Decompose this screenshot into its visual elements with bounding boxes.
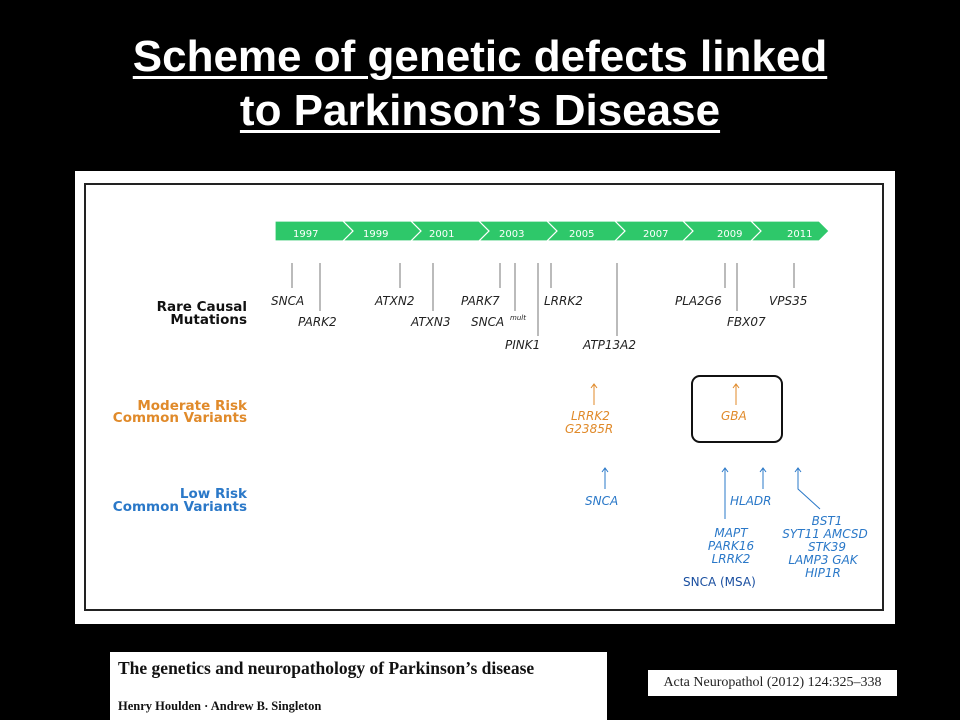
year-label-1997: 1997 xyxy=(293,229,318,240)
gene-vps35: VPS35 xyxy=(769,294,807,308)
rare-ticks xyxy=(291,263,795,336)
timeline-chevron-2011 xyxy=(749,220,830,242)
gene-snca-msa: SNCA (MSA) xyxy=(683,575,756,589)
gene-fbx07: FBX07 xyxy=(727,315,766,329)
year-label-2005: 2005 xyxy=(569,229,594,240)
low-ticks xyxy=(601,467,821,519)
gene-park7: PARK7 xyxy=(461,294,500,308)
gene-hladr: HLADR xyxy=(730,494,772,508)
slide-title-line1: Scheme of genetic defects linked xyxy=(132,32,828,81)
gene-timeline-diagram: 1997 1999 2001 2003 2005 2007 2009 2011 … xyxy=(113,220,868,589)
gene-lrrk2-variant: LRRK2 xyxy=(571,409,610,423)
year-label-1999: 1999 xyxy=(363,229,388,240)
gene-snca-low: SNCA xyxy=(585,494,618,508)
journal-reference: Acta Neuropathol (2012) 124:325–338 xyxy=(648,670,897,696)
gene-snca-mult-superscript: mult xyxy=(510,314,526,322)
slide-title-line2: to Parkinson’s Disease xyxy=(239,86,721,135)
gene-g2385r: G2385R xyxy=(565,422,613,436)
row-label-low-line2: Common Variants xyxy=(113,499,247,515)
gene-atxn2: ATXN2 xyxy=(374,294,415,308)
gene-snca: SNCA xyxy=(271,294,304,308)
gene-snca-mult: SNCA xyxy=(471,315,504,329)
paper-authors: Henry Houlden · Andrew B. Singleton xyxy=(118,699,322,713)
row-label-moderate-line1: Moderate Risk xyxy=(137,398,248,414)
figure-panel: 1997 1999 2001 2003 2005 2007 2009 2011 … xyxy=(75,171,895,624)
gene-park2: PARK2 xyxy=(298,315,337,329)
gene-atp13a2: ATP13A2 xyxy=(582,338,636,352)
slide-title: Scheme of genetic defects linked to Park… xyxy=(0,30,960,138)
row-label-moderate-line2: Common Variants xyxy=(113,410,247,426)
citation-box: The genetics and neuropathology of Parki… xyxy=(110,652,607,720)
year-label-2001: 2001 xyxy=(429,229,454,240)
year-label-2011: 2011 xyxy=(787,229,812,240)
gene-lamp3-gak: LAMP3 GAK xyxy=(788,553,858,567)
gene-syt11-amcsd: SYT11 AMCSD xyxy=(782,527,867,541)
paper-title: The genetics and neuropathology of Parki… xyxy=(118,658,535,678)
gene-bst1: BST1 xyxy=(812,514,843,528)
gene-hip1r: HIP1R xyxy=(805,566,841,580)
year-label-2007: 2007 xyxy=(643,229,668,240)
row-label-rare-line2: Mutations xyxy=(170,312,247,328)
row-label-rare-line1: Rare Causal xyxy=(157,299,247,315)
gene-lrrk2: LRRK2 xyxy=(544,294,583,308)
year-label-2003: 2003 xyxy=(499,229,524,240)
year-label-2009: 2009 xyxy=(717,229,742,240)
gene-atxn3: ATXN3 xyxy=(410,315,451,329)
row-label-low-line1: Low Risk xyxy=(180,486,248,502)
gene-pla2g6: PLA2G6 xyxy=(675,294,722,308)
gene-mapt: MAPT xyxy=(714,526,749,540)
gene-park16: PARK16 xyxy=(708,539,755,553)
timeline-band xyxy=(274,220,830,242)
gene-gba: GBA xyxy=(721,409,747,423)
moderate-ticks xyxy=(590,383,740,405)
gene-stk39: STK39 xyxy=(808,540,846,554)
gene-pink1: PINK1 xyxy=(505,338,540,352)
gene-lrrk2-low: LRRK2 xyxy=(712,552,751,566)
gba-highlight-box xyxy=(691,375,783,443)
figure-frame xyxy=(84,183,884,611)
